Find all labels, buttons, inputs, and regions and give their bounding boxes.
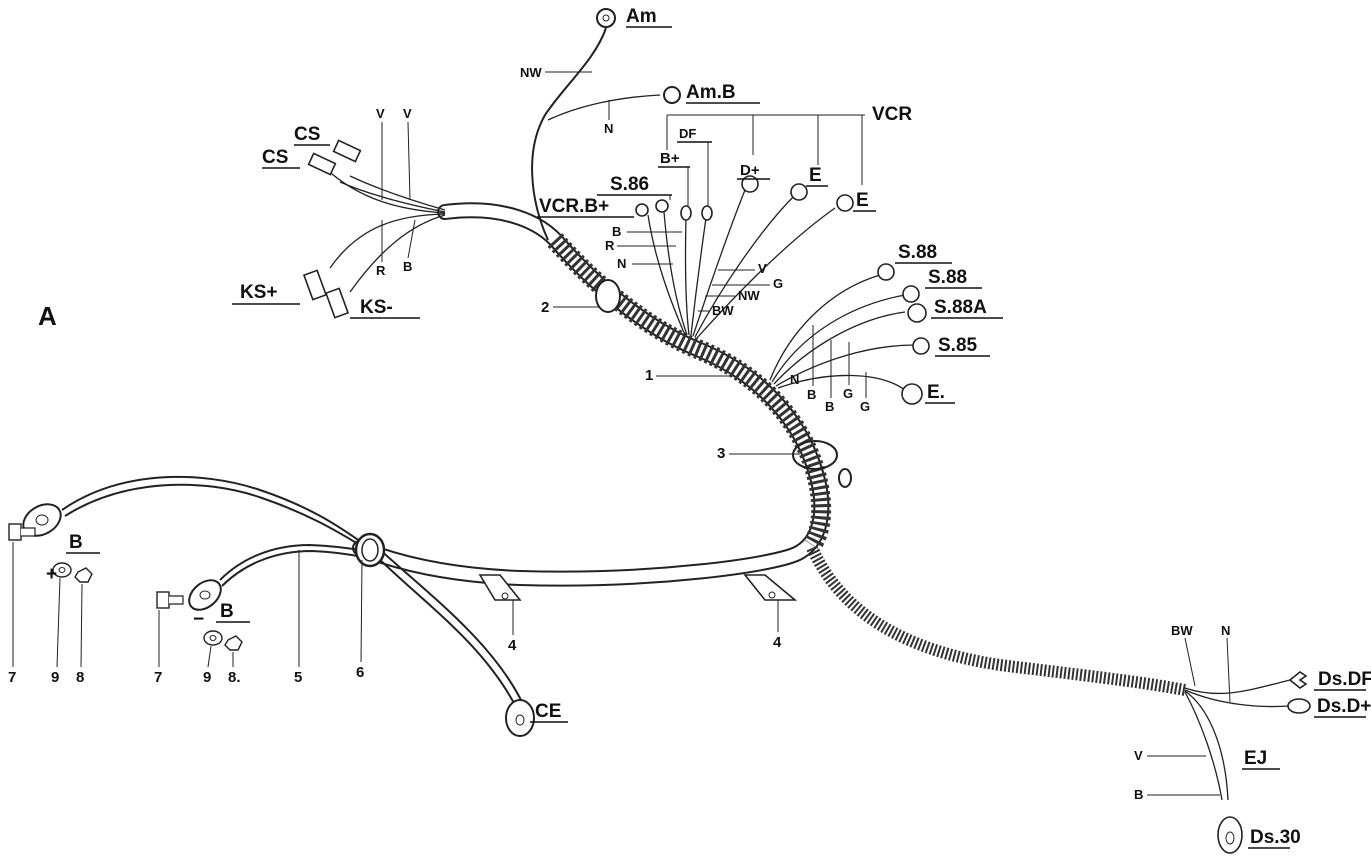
wire-code-b-right-1: B xyxy=(807,387,816,402)
fork-terminal-ds-df xyxy=(1288,671,1308,689)
wire-code-v-center: V xyxy=(758,261,767,276)
terminal-ks-plus: KS+ xyxy=(240,282,278,303)
bolt-7a xyxy=(8,523,36,541)
wire-code-nw-top: NW xyxy=(520,65,542,80)
section-letter: A xyxy=(38,301,57,331)
terminal-am-b: Am.B xyxy=(686,82,736,103)
callout-8a: 8 xyxy=(76,669,84,686)
wire-code-nw-center: NW xyxy=(738,288,760,303)
terminal-ks-minus: KS- xyxy=(360,297,393,318)
wire-code-v-left-2: V xyxy=(403,106,412,121)
polarity-plus: + xyxy=(46,564,57,585)
callout-1: 1 xyxy=(645,367,653,384)
wire-code-v-lower: V xyxy=(1134,748,1143,763)
callout-2: 2 xyxy=(541,299,549,316)
callout-7a: 7 xyxy=(8,669,16,686)
bolt-7b xyxy=(156,591,184,609)
terminal-ds-df: Ds.DF xyxy=(1318,669,1371,690)
wire-code-b-lower: B xyxy=(1134,787,1143,802)
callout-3: 3 xyxy=(717,445,725,462)
terminal-b-battery-negative: B xyxy=(220,601,234,622)
terminal-vcr-b-plus: VCR.B+ xyxy=(539,196,609,217)
callout-6: 6 xyxy=(356,664,364,681)
main-harness-trunk xyxy=(352,202,1187,696)
terminal-s88-2: S.88 xyxy=(928,267,967,288)
mounting-bracket-4a xyxy=(478,574,522,601)
terminal-df: DF xyxy=(679,126,696,141)
grommet-3 xyxy=(792,440,838,470)
callout-8b: 8. xyxy=(228,669,241,686)
wire-code-n-lower: N xyxy=(1221,623,1230,638)
terminal-s85: S.85 xyxy=(938,335,978,356)
harness-clip xyxy=(838,468,852,488)
wire-code-bw-center: BW xyxy=(712,303,734,318)
wire-code-n-right: N xyxy=(790,372,799,387)
wire-code-b-right-2: B xyxy=(825,399,834,414)
callout-7b: 7 xyxy=(154,669,162,686)
terminal-b-battery-positive: B xyxy=(69,532,83,553)
wire-code-r-center: R xyxy=(605,238,615,253)
wire-code-n-top: N xyxy=(604,121,613,136)
terminal-ds-30: Ds.30 xyxy=(1250,827,1301,848)
callouts: 1 2 3 4 4 5 6 7 7 8 8. 9 9 xyxy=(8,299,800,686)
wire-code-g-center: G xyxy=(773,276,783,291)
terminal-e-2: E xyxy=(856,190,869,211)
polarity-minus: − xyxy=(193,609,204,630)
terminal-ce: CE xyxy=(535,701,561,722)
wire-code-n-center: N xyxy=(617,256,626,271)
terminal-cs-1: CS xyxy=(294,124,320,145)
branch-s88-fan: S.88 S.88 S.88A S.85 E. N B B G G xyxy=(769,242,1003,414)
callout-9b: 9 xyxy=(203,669,211,686)
terminal-d-plus: D+ xyxy=(740,162,760,179)
callout-5: 5 xyxy=(294,669,302,686)
branch-ds: Ds.DF Ds.D+ EJ Ds.30 BW N V B xyxy=(1134,623,1371,854)
terminal-vcr: VCR xyxy=(872,104,912,125)
terminal-ds-d-plus: Ds.D+ xyxy=(1317,696,1371,717)
nut-8a xyxy=(74,567,93,583)
terminal-e-dot: E. xyxy=(927,382,945,403)
terminal-am: Am xyxy=(626,6,657,27)
wire-code-b-left: B xyxy=(403,259,412,274)
callout-4a: 4 xyxy=(508,637,517,654)
terminal-s88a: S.88A xyxy=(934,297,987,318)
terminal-s88-1: S.88 xyxy=(898,242,937,263)
branch-vcr-fan: VCR DF B+ D+ E E S.86 VCR.B+ B R N V G N… xyxy=(537,104,912,339)
wire-code-g-right-2: G xyxy=(860,399,870,414)
terminal-b-plus: B+ xyxy=(660,150,680,167)
wire-code-b-center: B xyxy=(612,224,621,239)
grommet-2 xyxy=(595,279,621,313)
wire-code-r-left: R xyxy=(376,263,386,278)
wire-code-bw-lower: BW xyxy=(1171,623,1193,638)
callout-9a: 9 xyxy=(51,669,59,686)
mounting-bracket-4b xyxy=(743,574,798,601)
terminal-s86: S.86 xyxy=(610,174,649,195)
wire-code-v-left-1: V xyxy=(376,106,385,121)
branch-am: Am Am.B NW N xyxy=(520,6,760,241)
terminal-ej: EJ xyxy=(1244,748,1267,769)
wire-code-g-right-1: G xyxy=(843,386,853,401)
branch-cs-ks: CS CS KS+ KS- V V R B xyxy=(232,106,446,319)
terminal-e-1: E xyxy=(809,165,822,186)
terminal-cs-2: CS xyxy=(262,147,288,168)
callout-4b: 4 xyxy=(773,634,782,651)
ring-terminal-am-b xyxy=(663,86,681,104)
nut-8b xyxy=(224,635,243,651)
hardware: + − xyxy=(8,523,243,651)
battery-cables: B B CE xyxy=(22,475,798,737)
grommet-6 xyxy=(354,532,386,568)
